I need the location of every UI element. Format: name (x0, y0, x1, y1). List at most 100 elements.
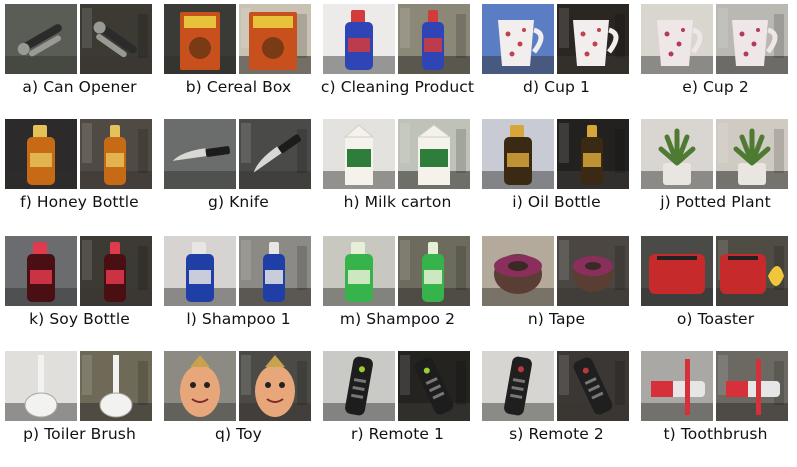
figure-caption: m) Shampoo 2 (339, 310, 456, 328)
figure-caption: r) Remote 1 (350, 425, 445, 443)
object-figure-toy: q) Toy (159, 349, 318, 467)
figure-caption: t) Toothbrush (663, 425, 768, 443)
object-figure-remote: r) Remote 1 (318, 349, 477, 467)
photo-cluttered (398, 4, 470, 74)
photo-clean (323, 119, 395, 189)
figure-caption: d) Cup 1 (523, 78, 590, 96)
object-figure-carton: h) Milk carton (318, 117, 477, 235)
object-figure-bottle: f) Honey Bottle (0, 117, 159, 235)
photo-cluttered (557, 351, 629, 421)
photo-clean (641, 351, 713, 421)
object-figure-bottle: m) Shampoo 2 (318, 234, 477, 352)
figure-caption: j) Potted Plant (660, 193, 771, 211)
figure-caption: i) Oil Bottle (512, 193, 601, 211)
photo-pair (164, 4, 314, 74)
photo-pair (164, 236, 314, 306)
photo-cluttered (239, 119, 311, 189)
object-figure-plant: j) Potted Plant (636, 117, 795, 235)
photo-clean (5, 119, 77, 189)
photo-clean (641, 119, 713, 189)
photo-cluttered (716, 4, 788, 74)
photo-clean (482, 236, 554, 306)
photo-cluttered (716, 119, 788, 189)
photo-cluttered (239, 4, 311, 74)
photo-cluttered (557, 119, 629, 189)
figure-caption: k) Soy Bottle (29, 310, 130, 328)
photo-clean (641, 236, 713, 306)
photo-clean (482, 119, 554, 189)
photo-cluttered (239, 351, 311, 421)
photo-pair (641, 351, 791, 421)
object-figure-cup: e) Cup 2 (636, 2, 795, 120)
photo-cluttered (398, 119, 470, 189)
figure-caption: q) Toy (215, 425, 262, 443)
object-figure-cereal-box: b) Cereal Box (159, 2, 318, 120)
photo-clean (5, 236, 77, 306)
photo-pair (641, 236, 791, 306)
photo-pair (323, 236, 473, 306)
figure-caption: h) Milk carton (343, 193, 452, 211)
photo-pair (5, 119, 155, 189)
photo-pair (641, 119, 791, 189)
photo-cluttered (557, 236, 629, 306)
photo-clean (5, 4, 77, 74)
object-figure-can-opener: a) Can Opener (0, 2, 159, 120)
figure-caption: p) Toiler Brush (23, 425, 136, 443)
photo-cluttered (716, 351, 788, 421)
photo-pair (482, 351, 632, 421)
figure-caption: e) Cup 2 (682, 78, 749, 96)
figure-caption: n) Tape (527, 310, 586, 328)
object-figure-knife: g) Knife (159, 117, 318, 235)
photo-cluttered (716, 236, 788, 306)
photo-clean (164, 351, 236, 421)
photo-pair (323, 119, 473, 189)
object-figure-toothbrush: t) Toothbrush (636, 349, 795, 467)
photo-clean (641, 4, 713, 74)
object-figure-bottle: k) Soy Bottle (0, 234, 159, 352)
figure-caption: b) Cereal Box (185, 78, 292, 96)
photo-pair (482, 4, 632, 74)
photo-cluttered (80, 351, 152, 421)
object-image-grid: a) Can Opener b) Cereal Box c) Cleaning … (0, 2, 795, 443)
photo-cluttered (80, 236, 152, 306)
photo-clean (323, 351, 395, 421)
object-figure-bottle: i) Oil Bottle (477, 117, 636, 235)
photo-clean (323, 4, 395, 74)
photo-cluttered (398, 351, 470, 421)
object-figure-bottle: l) Shampoo 1 (159, 234, 318, 352)
figure-caption: l) Shampoo 1 (186, 310, 291, 328)
figure-caption: c) Cleaning Product (320, 78, 475, 96)
photo-pair (323, 4, 473, 74)
object-figure-toaster: o) Toaster (636, 234, 795, 352)
object-figure-tape: n) Tape (477, 234, 636, 352)
photo-pair (641, 4, 791, 74)
photo-clean (164, 119, 236, 189)
photo-clean (164, 236, 236, 306)
figure-caption: s) Remote 2 (509, 425, 604, 443)
photo-pair (482, 236, 632, 306)
object-figure-bottle: c) Cleaning Product (318, 2, 477, 120)
photo-pair (164, 119, 314, 189)
photo-pair (323, 351, 473, 421)
photo-cluttered (398, 236, 470, 306)
photo-cluttered (80, 119, 152, 189)
photo-clean (5, 351, 77, 421)
photo-clean (482, 351, 554, 421)
photo-pair (482, 119, 632, 189)
photo-pair (164, 351, 314, 421)
photo-clean (482, 4, 554, 74)
object-figure-brush: p) Toiler Brush (0, 349, 159, 467)
photo-cluttered (557, 4, 629, 74)
photo-clean (323, 236, 395, 306)
object-figure-remote: s) Remote 2 (477, 349, 636, 467)
figure-caption: g) Knife (208, 193, 269, 211)
figure-caption: f) Honey Bottle (20, 193, 139, 211)
figure-caption: o) Toaster (676, 310, 755, 328)
object-figure-cup: d) Cup 1 (477, 2, 636, 120)
photo-clean (164, 4, 236, 74)
photo-pair (5, 351, 155, 421)
photo-pair (5, 236, 155, 306)
figure-caption: a) Can Opener (22, 78, 137, 96)
photo-pair (5, 4, 155, 74)
photo-cluttered (239, 236, 311, 306)
